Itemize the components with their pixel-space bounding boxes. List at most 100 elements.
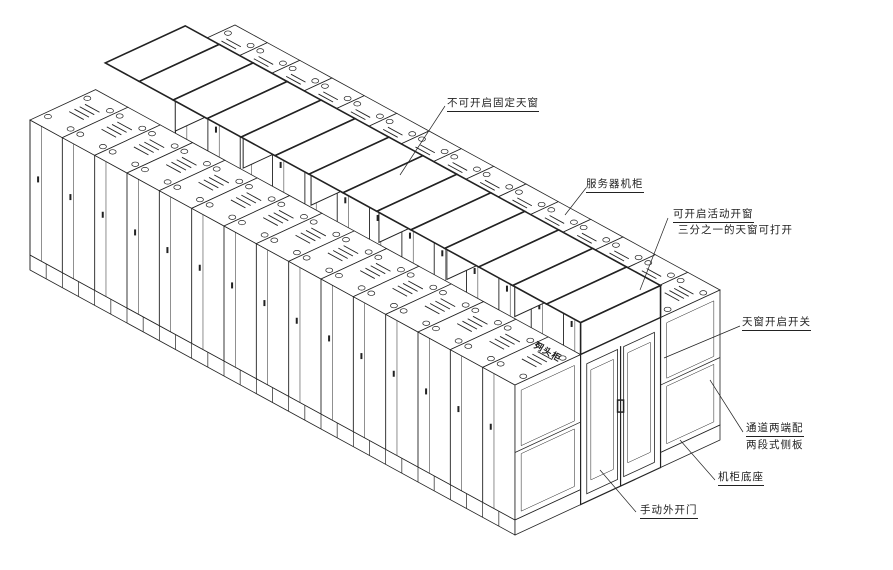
vent-slot	[305, 230, 321, 239]
vent-slot	[263, 217, 278, 226]
vent-slot	[323, 91, 339, 101]
label-skylight-switch: 天窗开启开关	[742, 314, 811, 331]
vent-slot	[669, 290, 685, 299]
door-handle-icon	[505, 285, 508, 292]
cable-hole-icon	[212, 166, 221, 172]
vent-slot	[392, 287, 408, 297]
cable-hole-icon	[515, 189, 523, 195]
cable-hole-icon	[663, 306, 672, 312]
vent-slot	[532, 353, 548, 363]
cable-hole-icon	[385, 118, 394, 125]
vent-slot	[370, 265, 386, 275]
cable-hole-icon	[364, 249, 373, 255]
vent-slot	[295, 234, 311, 244]
vent-slot	[221, 40, 237, 50]
cable-hole-icon	[537, 201, 546, 208]
cable-hole-icon	[667, 272, 675, 278]
door-handle-icon	[441, 250, 444, 257]
vent-slot	[208, 177, 224, 186]
vent-slot	[278, 209, 294, 219]
door-handle-icon	[360, 353, 363, 360]
cable-hole-icon	[196, 197, 204, 203]
cable-hole-icon	[558, 355, 567, 361]
cable-hole-icon	[440, 148, 449, 155]
vent-slot	[489, 340, 505, 350]
vent-slot	[300, 232, 316, 242]
vent-slot	[678, 285, 694, 295]
vent-slot	[273, 212, 289, 222]
cable-hole-icon	[311, 78, 320, 84]
door-handle-icon	[214, 126, 217, 133]
vent-slot	[415, 146, 431, 156]
cable-hole-icon	[487, 356, 495, 362]
cable-hole-icon	[302, 255, 311, 261]
leader-line	[679, 439, 716, 481]
cable-hole-icon	[260, 232, 269, 238]
vent-slot	[198, 181, 214, 191]
cable-hole-icon	[277, 201, 286, 207]
label-server-cabinet: 服务器机柜	[586, 176, 644, 193]
cable-hole-icon	[224, 30, 232, 36]
cable-hole-icon	[374, 254, 383, 260]
side-panel-split	[660, 357, 721, 386]
vent-slot	[462, 320, 478, 330]
vent-slot	[499, 336, 515, 345]
cable-hole-icon	[450, 154, 459, 160]
vent-slot	[429, 303, 445, 312]
cable-hole-icon	[245, 184, 253, 190]
vent-slot	[74, 108, 90, 118]
cable-hole-icon	[505, 184, 514, 190]
vent-slot	[472, 315, 488, 325]
vent-slot	[365, 267, 381, 277]
vent-slot	[355, 109, 371, 118]
door-glass	[627, 341, 651, 464]
vent-slot	[176, 159, 192, 169]
cable-hole-icon	[238, 220, 246, 226]
vent-slot	[241, 194, 257, 204]
vent-slot	[84, 103, 100, 113]
side-panel-upper	[666, 300, 715, 379]
cable-hole-icon	[454, 338, 463, 344]
door-glass	[590, 359, 614, 481]
vent-slot	[440, 298, 456, 308]
door-handle-icon	[279, 161, 282, 168]
vent-slot	[484, 179, 500, 189]
vent-slot	[424, 305, 440, 315]
door-handle-icon	[198, 264, 201, 271]
cable-hole-icon	[115, 113, 124, 119]
vent-slot	[387, 126, 403, 136]
vent-slot	[69, 111, 84, 120]
vent-slot	[203, 179, 219, 189]
vent-slot	[133, 146, 149, 156]
cable-hole-icon	[612, 242, 620, 248]
vent-slot	[285, 75, 301, 85]
cable-hole-icon	[267, 196, 276, 202]
vent-slot	[327, 252, 343, 262]
cable-hole-icon	[422, 320, 431, 326]
vent-slot	[253, 58, 269, 68]
vent-slot	[171, 161, 187, 171]
cable-hole-icon	[325, 267, 334, 273]
cable-hole-icon	[66, 126, 75, 132]
vent-slot	[457, 323, 472, 332]
cable-hole-icon	[406, 272, 415, 278]
cable-hole-icon	[353, 101, 362, 107]
cable-hole-icon	[180, 148, 189, 154]
cable-hole-icon	[503, 325, 512, 331]
leader-line	[663, 325, 741, 359]
vent-slot	[646, 268, 662, 277]
leader-line	[599, 469, 637, 513]
cable-hole-icon	[131, 161, 140, 167]
cable-hole-icon	[376, 113, 384, 119]
cable-hole-icon	[321, 83, 329, 89]
label-openable-skylight: 可开启活动开窗	[673, 206, 754, 223]
door-handle-icon	[134, 229, 137, 236]
door-handle-icon	[408, 232, 411, 239]
door-handle-icon	[489, 423, 492, 430]
cable-hole-icon	[205, 202, 214, 208]
cable-hole-icon	[300, 214, 308, 220]
side-panel-lower	[520, 428, 575, 512]
vent-slot	[149, 139, 165, 149]
cable-hole-icon	[399, 308, 408, 314]
